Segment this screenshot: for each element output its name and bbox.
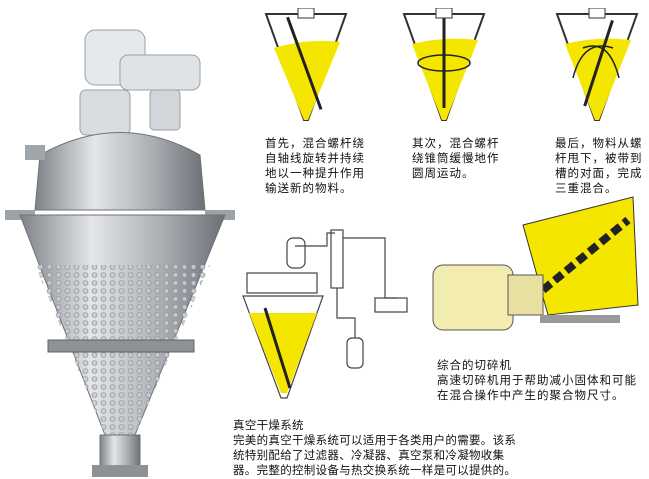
step-3-text: 最后，物料从螺 杆甩下，被带到 槽的对面，完成 三重混合。: [555, 136, 643, 195]
grinder-section: 综合的切碎机 高速切碎机用于帮助减小固体和可能 在混合操作中产生的聚合物尺寸。: [437, 358, 637, 403]
step-2-diagram: [402, 8, 486, 121]
step-3-diagram: [555, 8, 639, 121]
vacuum-title: 真空干燥系统: [233, 418, 304, 432]
step-2-text: 其次，混合螺杆 绕锥筒缓慢地作 圆周运动。: [412, 136, 500, 180]
step-1-text: 首先，混合螺杆绕 自轴线旋转并持续 地以一种提升作用 输送新的物料。: [265, 136, 365, 195]
vacuum-section: 真空干燥系统 完美的真空干燥系统可以适用于各类用户的需要。该系 统特别配给了过滤…: [233, 418, 516, 478]
vacuum-description: 完美的真空干燥系统可以适用于各类用户的需要。该系 统特别配给了过滤器、冷凝器、真…: [233, 433, 517, 477]
grinder-description: 高速切碎机用于帮助减小固体和可能 在混合操作中产生的聚合物尺寸。: [437, 373, 637, 402]
grinder-title: 综合的切碎机: [437, 358, 512, 372]
vacuum-drying-system-diagram: [242, 229, 408, 399]
conical-mixer-illustration: [5, 29, 235, 477]
step-1-diagram: [264, 8, 348, 121]
grinder-diagram: [432, 196, 639, 331]
